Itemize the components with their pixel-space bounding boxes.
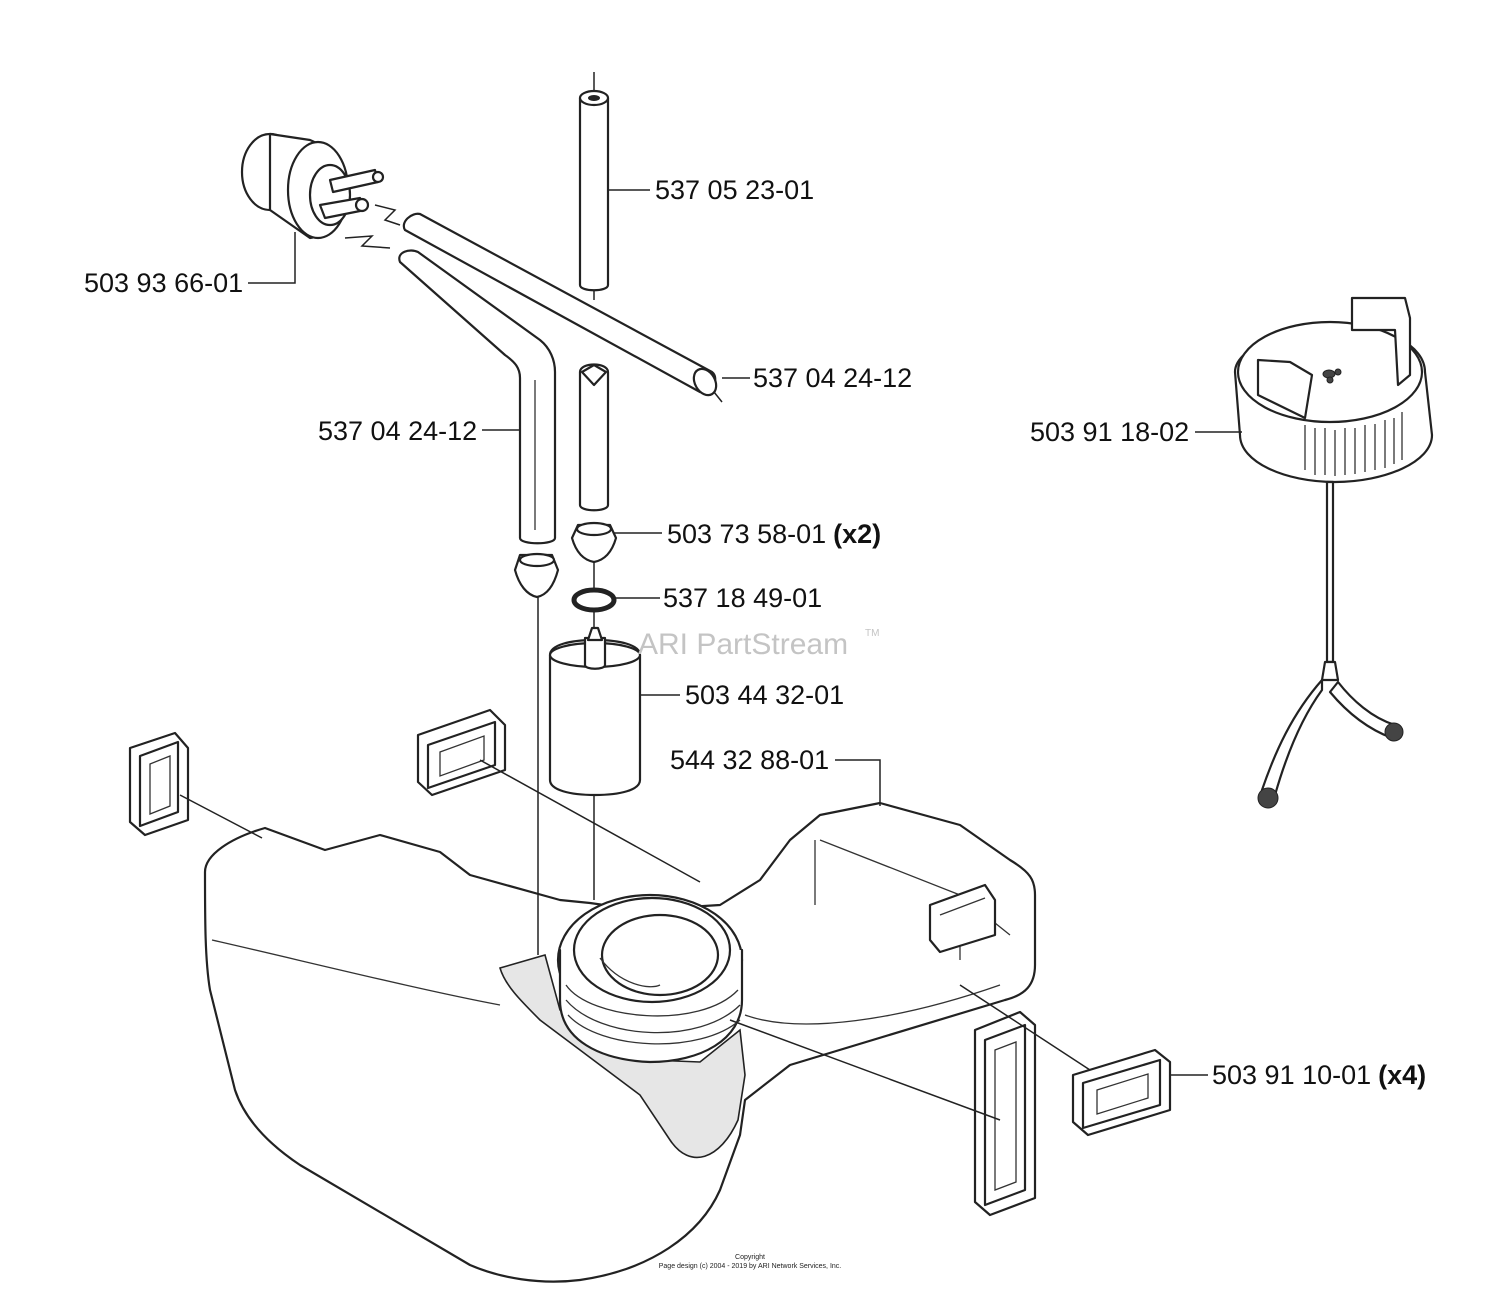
copyright-line-2: Page design (c) 2004 - 2019 by ARI Netwo… [659,1263,842,1270]
label-rubber-mount: 503 91 10-01(x4) [1212,1060,1426,1090]
label-o-ring: 537 18 49-01 [663,583,822,613]
copyright-line-1: Copyright [735,1254,765,1261]
fuel-pickup-weight[interactable] [1257,480,1404,809]
watermark: ARI PartStream [638,628,848,661]
o-ring[interactable] [571,587,617,613]
rubber-mount-right[interactable] [1071,1048,1172,1137]
fuel-cap[interactable] [1233,296,1434,484]
grommet-left[interactable] [513,552,560,599]
rubber-mount-left[interactable] [128,731,190,837]
label-fuel-hose-vertical: 537 05 23-01 [655,175,814,205]
fuel-hose-short[interactable] [578,363,610,512]
fuel-filter[interactable] [548,626,642,797]
rubber-mount-quantity: (x4) [1378,1060,1426,1090]
fuel-tank[interactable] [203,801,1037,1283]
label-fuel-filter: 503 44 32-01 [685,680,844,710]
label-fuel-hose-right: 537 04 24-12 [753,363,912,393]
label-fuel-cap: 503 91 18-02 [1030,417,1189,447]
grommet-quantity: (x2) [833,519,881,549]
primer-bulb[interactable] [240,132,385,240]
label-fuel-hose-left: 537 04 24-12 [318,416,477,446]
grommet-part-number: 503 73 58-01 [667,519,826,549]
watermark-tm: TM [865,628,879,639]
rubber-mount-part-number: 503 91 10-01 [1212,1060,1371,1090]
rubber-mount-bottom[interactable] [973,1010,1037,1217]
fuel-hose-straight[interactable] [402,212,723,403]
fuel-hose-vertical[interactable] [578,72,610,300]
rubber-mount-top[interactable] [416,708,507,797]
grommet-right[interactable] [570,521,618,564]
label-primer-bulb: 503 93 66-01 [84,268,243,298]
fuel-hose-bent[interactable] [398,249,557,545]
label-grommet: 503 73 58-01(x2) [667,519,881,549]
label-fuel-tank: 544 32 88-01 [670,745,829,775]
